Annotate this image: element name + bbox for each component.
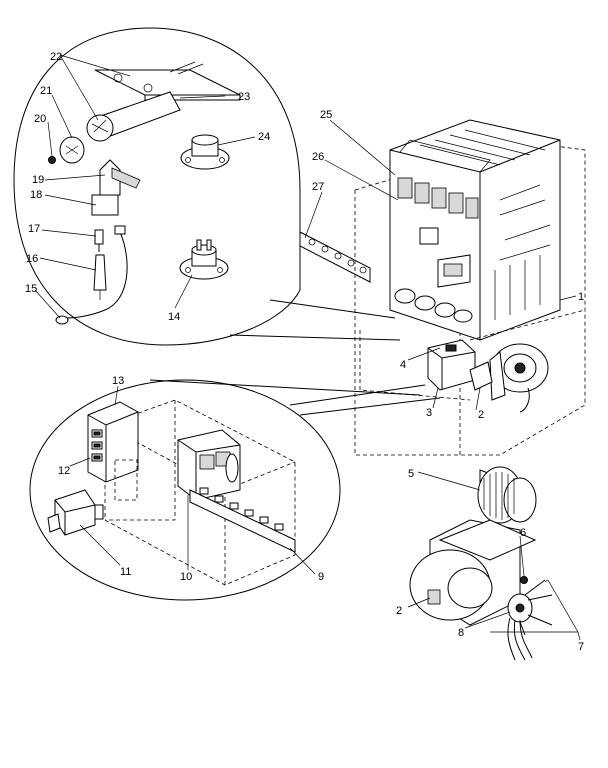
callout-7: 7 xyxy=(578,641,584,653)
callout-6: 6 xyxy=(520,527,526,539)
callout-21: 21 xyxy=(40,85,52,97)
callout-12: 12 xyxy=(58,465,70,477)
detail-circle-controls xyxy=(29,379,441,601)
burner-manifold-27 xyxy=(299,231,371,283)
leader-lines xyxy=(34,54,581,641)
callouts: 1 2 2 3 4 5 6 7 8 9 10 11 12 13 14 15 16… xyxy=(25,51,584,653)
callout-20: 20 xyxy=(34,113,46,125)
callout-19: 19 xyxy=(32,174,44,186)
blower-assembly xyxy=(409,466,579,661)
callout-10: 10 xyxy=(180,571,192,583)
rollout-switch-14 xyxy=(179,239,229,280)
control-panel xyxy=(47,399,296,586)
callout-18: 18 xyxy=(30,189,42,201)
callout-23: 23 xyxy=(238,91,250,103)
callout-15: 15 xyxy=(25,283,37,295)
callout-8: 8 xyxy=(458,627,464,639)
callout-26: 26 xyxy=(312,151,324,163)
callout-11: 11 xyxy=(120,566,131,578)
furnace-cabinet xyxy=(354,119,586,456)
callout-3: 3 xyxy=(426,407,432,419)
callout-25: 25 xyxy=(320,109,332,121)
callout-2b: 2 xyxy=(396,605,402,617)
flame-sensor xyxy=(55,225,128,325)
callout-24: 24 xyxy=(258,131,270,143)
callout-4: 4 xyxy=(400,359,406,371)
callout-2a: 2 xyxy=(478,409,484,421)
callout-5: 5 xyxy=(408,468,414,480)
callout-1: 1 xyxy=(578,291,584,303)
callout-13: 13 xyxy=(112,375,124,387)
callout-16: 16 xyxy=(26,253,38,265)
callout-27: 27 xyxy=(312,181,324,193)
callout-22: 22 xyxy=(50,51,62,63)
igniter-assembly xyxy=(91,159,141,252)
callout-14: 14 xyxy=(168,311,180,323)
limit-switch-24 xyxy=(180,134,230,170)
callout-17: 17 xyxy=(28,223,40,235)
detail-circle-ignition xyxy=(13,27,401,346)
callout-9: 9 xyxy=(318,571,324,583)
